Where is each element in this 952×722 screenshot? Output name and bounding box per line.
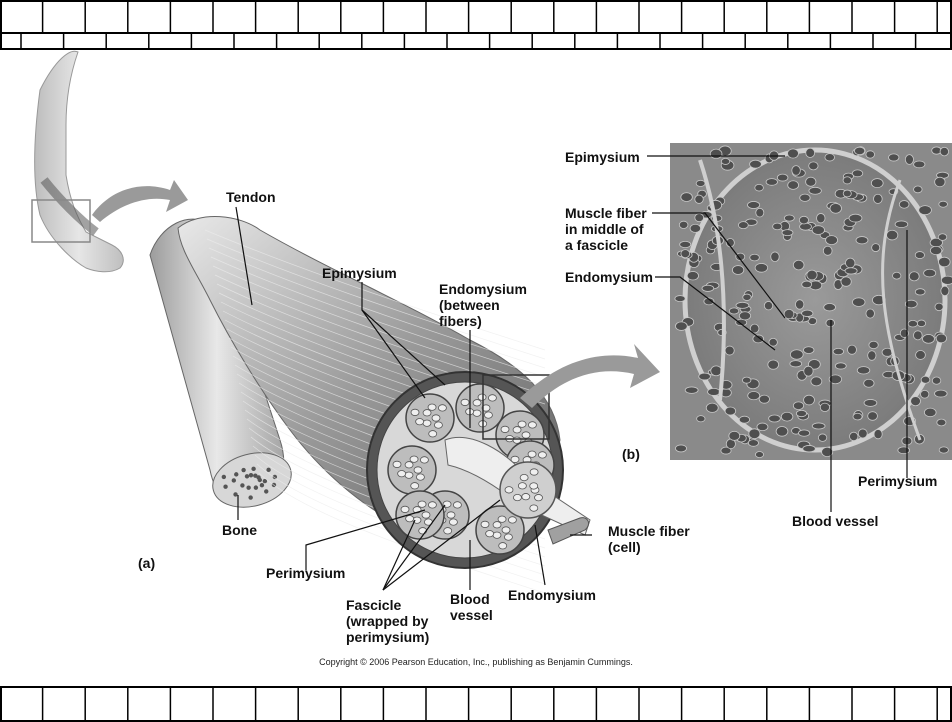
panel-label-b: (b) bbox=[622, 446, 640, 462]
arm-illustration bbox=[32, 51, 123, 272]
label-endomysium-between: Endomysium (between fibers) bbox=[439, 281, 527, 329]
panel-label-a: (a) bbox=[138, 555, 155, 571]
label-endomysium-b: Endomysium bbox=[565, 269, 653, 285]
label-endomysium-a: Endomysium bbox=[508, 587, 596, 603]
label-epimysium-a: Epimysium bbox=[322, 265, 397, 281]
label-fascicle: Fascicle (wrapped by perimysium) bbox=[346, 597, 429, 645]
label-blood-vessel-a: Blood vessel bbox=[450, 591, 493, 623]
label-bone: Bone bbox=[222, 522, 257, 538]
label-muscle-fiber-middle: Muscle fiber in middle of a fascicle bbox=[565, 205, 647, 253]
arrow-to-muscle bbox=[92, 180, 188, 222]
muscle-cross-section bbox=[367, 372, 590, 568]
label-perimysium-b: Perimysium bbox=[858, 473, 937, 489]
label-epimysium-b: Epimysium bbox=[565, 149, 640, 165]
label-perimysium-a: Perimysium bbox=[266, 565, 345, 581]
label-blood-vessel-b: Blood vessel bbox=[792, 513, 878, 529]
label-muscle-fiber-cell: Muscle fiber (cell) bbox=[608, 523, 690, 555]
label-tendon: Tendon bbox=[226, 189, 276, 205]
copyright-notice: Copyright © 2006 Pearson Education, Inc.… bbox=[0, 657, 952, 667]
